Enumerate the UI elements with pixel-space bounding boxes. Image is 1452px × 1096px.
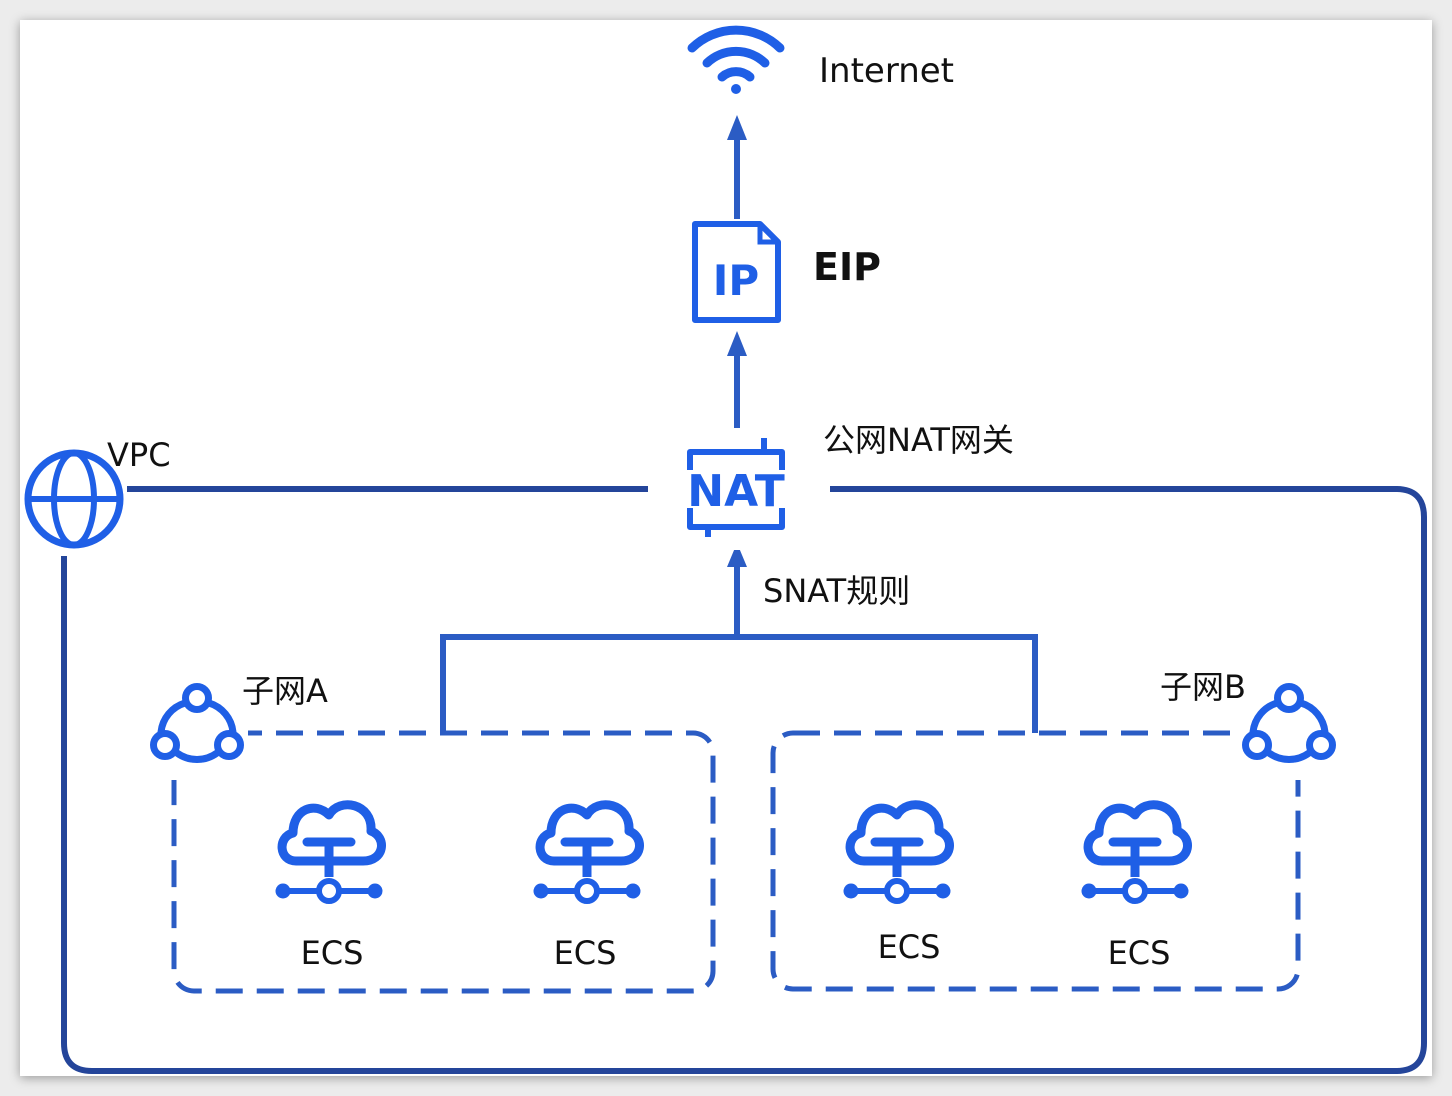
subnet-a-label: 子网A [242, 672, 328, 710]
ecs-label: ECS [301, 934, 364, 972]
vpc-container-border [61, 486, 1427, 1074]
ecs-server-b2: ECS [1082, 805, 1189, 972]
eip-label: EIP [813, 245, 881, 289]
ip-file-icon: IP [692, 221, 781, 323]
arrow-to-internet [727, 115, 747, 140]
ecs-label: ECS [554, 934, 617, 972]
ip-icon-text: IP [713, 256, 759, 305]
subnet-b-icon [1238, 674, 1340, 780]
cloud-server-icon [276, 805, 383, 901]
snat-rule-label: SNAT规则 [763, 572, 910, 610]
ecs-server-a2: ECS [534, 805, 641, 972]
snat-connector [440, 558, 1038, 733]
globe-icon [24, 449, 124, 549]
arrow-to-eip [727, 331, 747, 356]
vpc-label: VPC [107, 436, 171, 474]
wifi-icon [687, 25, 785, 94]
internet-label: Internet [819, 51, 954, 91]
diagram-frame: Internet IP EIP NAT 公网NAT网关 VPC SNAT规则 [20, 20, 1432, 1076]
ecs-server-a1: ECS [276, 805, 383, 972]
ecs-server-b1: ECS [844, 805, 951, 966]
cloud-server-icon [1082, 805, 1189, 901]
nat-icon-text: NAT [687, 466, 784, 517]
nat-gateway-icon: NAT [648, 430, 830, 550]
subnet-b-box [770, 730, 1301, 992]
ecs-label: ECS [878, 928, 941, 966]
nat-gateway-label: 公网NAT网关 [823, 421, 1014, 459]
ecs-label: ECS [1108, 934, 1171, 972]
cloud-server-icon [534, 805, 641, 901]
cloud-server-icon [844, 805, 951, 901]
subnet-b-label: 子网B [1160, 668, 1246, 706]
network-diagram: Internet IP EIP NAT 公网NAT网关 VPC SNAT规则 [24, 25, 1427, 1074]
arrow-to-nat [727, 543, 747, 567]
subnet-a-icon [146, 674, 248, 780]
